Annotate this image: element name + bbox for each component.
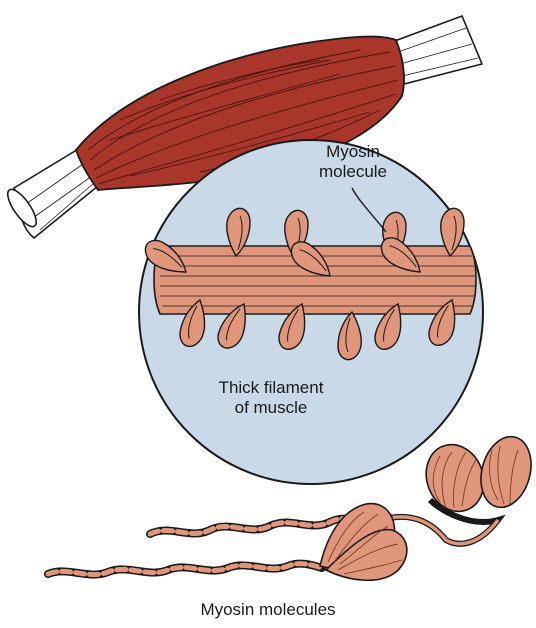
- thick-filament-label: Thick filament of muscle: [198, 378, 344, 418]
- myosin-molecule-label-line2: molecule: [308, 162, 398, 182]
- myosin-molecule-label-line1: Myosin: [308, 142, 398, 162]
- figure-caption: Myosin molecules: [168, 600, 368, 620]
- thick-filament-zoom: [139, 140, 483, 484]
- thick-filament-label-line1: Thick filament: [198, 378, 344, 398]
- thick-filament-label-line2: of muscle: [198, 398, 344, 418]
- right-tendon: [392, 16, 482, 84]
- myosin-molecule-label: Myosin molecule: [308, 142, 398, 182]
- myosin-head-upper-b: [474, 431, 536, 513]
